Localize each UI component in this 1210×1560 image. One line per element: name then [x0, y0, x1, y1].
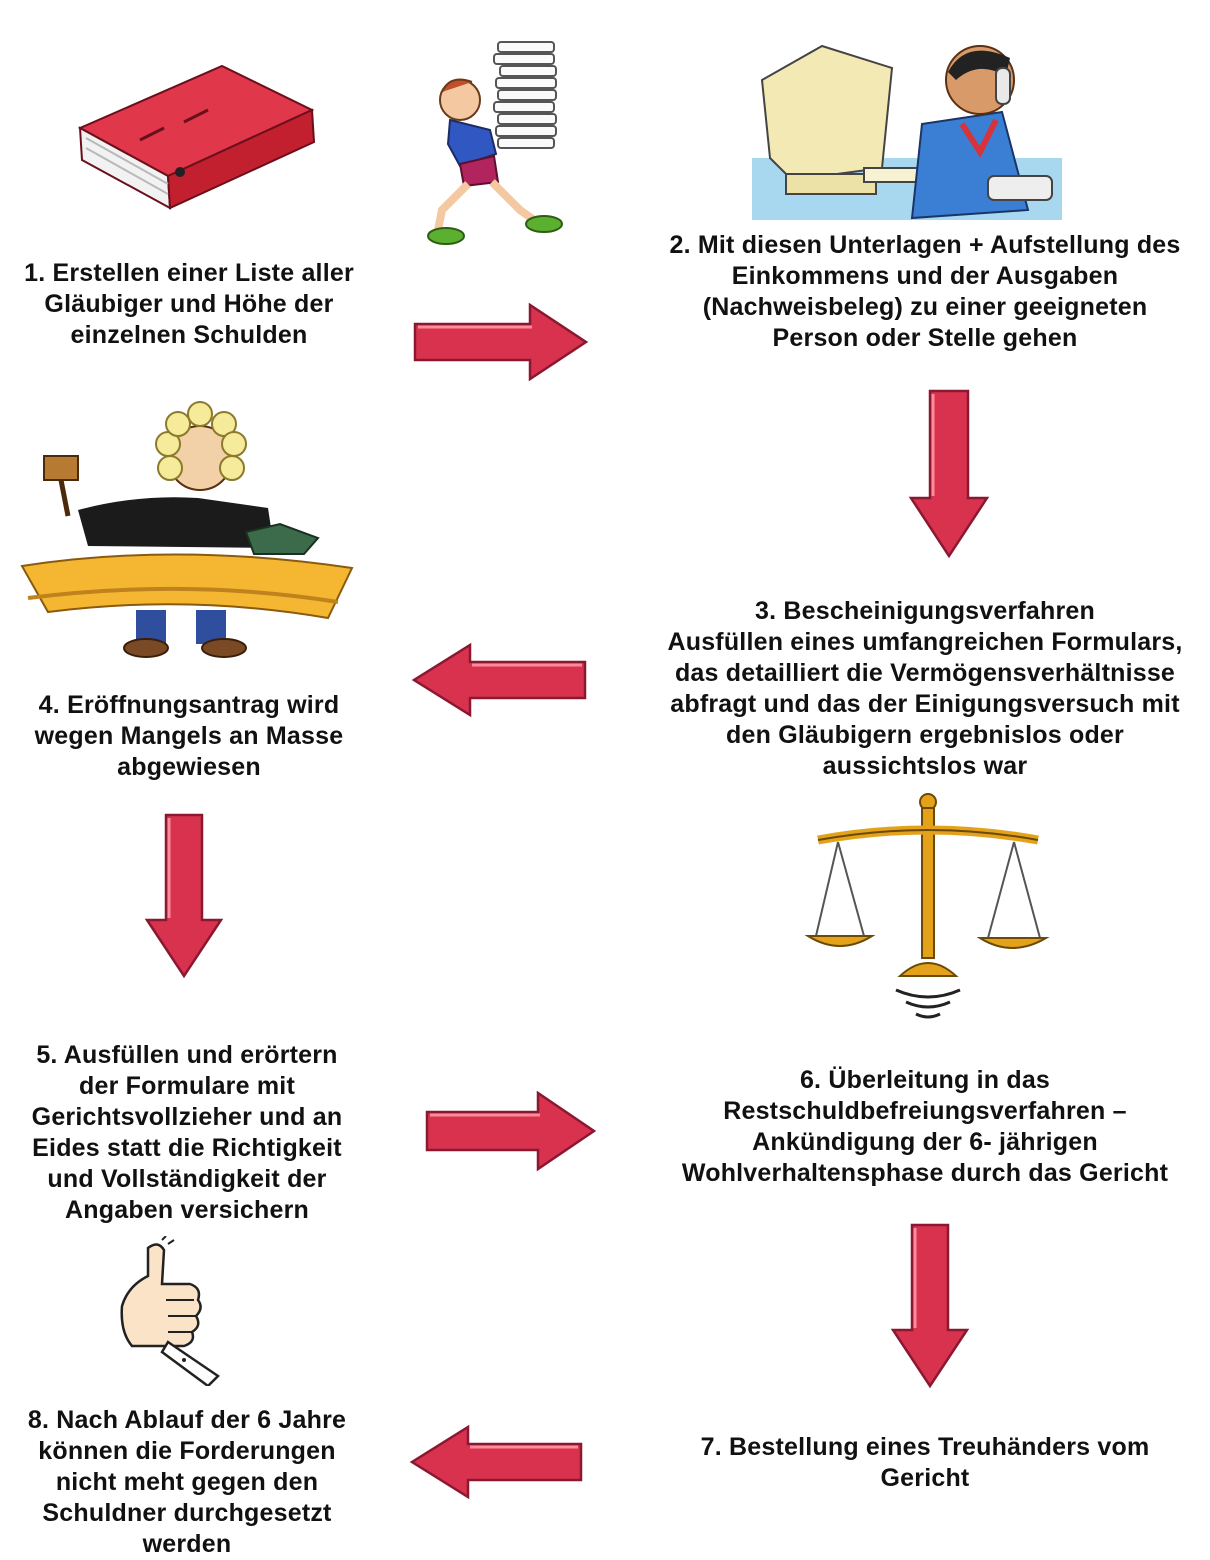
paper-stack-person-icon: [427, 41, 563, 245]
arrow-down-2-to-3: [908, 389, 990, 559]
scales-icon: [804, 793, 1050, 1019]
step-1-text: 1. Erstellen einer Liste aller Gläubiger…: [24, 259, 354, 349]
arrow-right-5-to-6: [425, 1090, 597, 1172]
arrow-down-4-to-5: [144, 813, 224, 979]
step-4-text: 4. Eröffnungsantrag wird wegen Mangels a…: [34, 691, 344, 781]
arrow-left-7-to-8: [409, 1424, 583, 1500]
step-8-text: 8. Nach Ablauf der 6 Jahre können die Fo…: [27, 1406, 347, 1558]
arrow-left-3-to-4: [411, 642, 587, 718]
thumbs-up-icon: [120, 1236, 220, 1386]
judge-icon: [20, 401, 354, 658]
binder-icon: [77, 64, 316, 210]
office-worker-icon: [752, 44, 1062, 220]
arrow-down-6-to-7: [890, 1223, 970, 1389]
step-2-text: 2. Mit diesen Unterlagen + Aufstellung d…: [669, 231, 1181, 352]
step-3-text: 3. Bescheinigungsverfahren Ausfüllen ein…: [667, 597, 1183, 780]
step-7-text: 7. Bestellung eines Treuhänders vom Geri…: [700, 1433, 1150, 1492]
step-5-text: 5. Ausfüllen und erörtern der Formulare …: [31, 1041, 343, 1224]
arrow-right-1-to-2: [413, 302, 589, 382]
step-6-text: 6. Überleitung in das Restschuldbefreiun…: [681, 1066, 1169, 1187]
